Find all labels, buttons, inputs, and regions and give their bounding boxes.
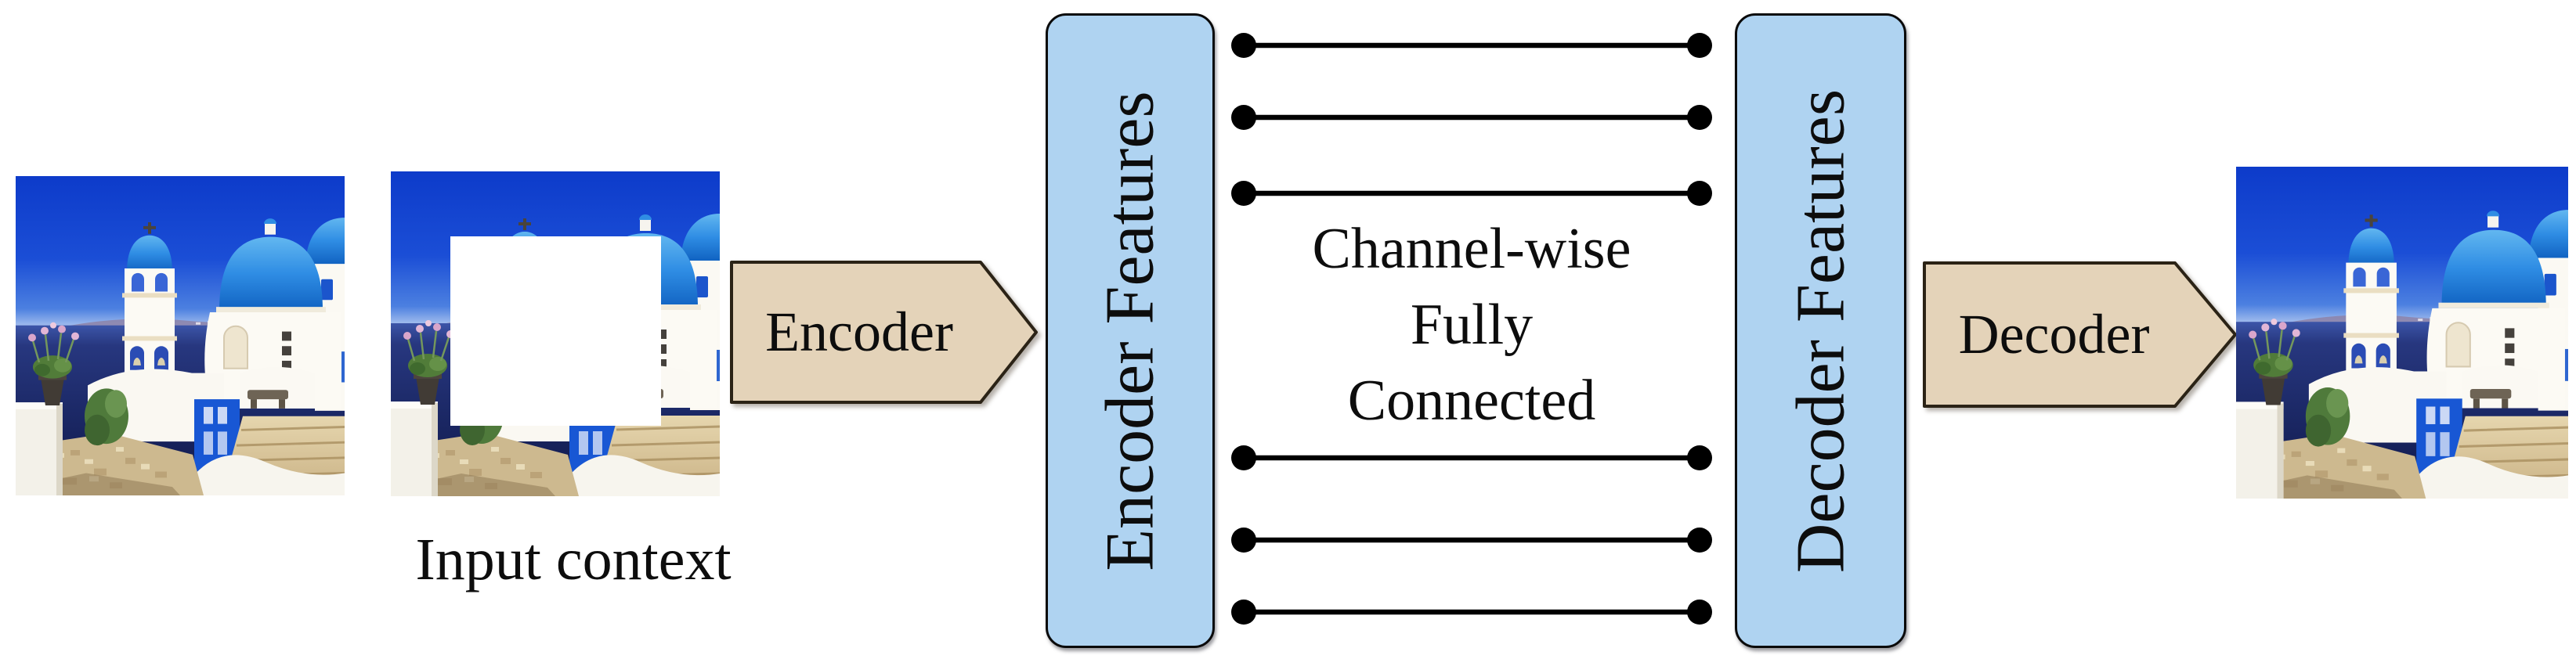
connection-endpoint-dot	[1687, 105, 1712, 130]
reconstructed-image	[2236, 167, 2568, 499]
channel-fc-label: Channel-wise Fully Connected	[1237, 211, 1707, 439]
decoder-arrow	[1923, 261, 2237, 408]
connection-endpoint-dot	[1231, 600, 1256, 625]
connection-endpoint-dot	[1687, 33, 1712, 58]
masked-input-image	[391, 171, 720, 496]
santorini-photo	[2236, 167, 2568, 499]
connection-endpoint-dot	[1231, 105, 1256, 130]
connection-endpoint-dot	[1231, 181, 1256, 206]
connection-endpoint-dot	[1687, 528, 1712, 553]
encoder-arrow-shape	[730, 261, 1038, 404]
connection-endpoint-dot	[1687, 600, 1712, 625]
channel-fc-line-1: Channel-wise	[1312, 217, 1631, 281]
input-context-label: Input context	[415, 527, 732, 592]
connection-endpoint-dot	[1231, 33, 1256, 58]
decoder-features-label: Decoder Features	[1783, 88, 1859, 573]
encoder-arrow	[730, 261, 1038, 404]
connection-endpoint-dot	[1231, 445, 1256, 470]
mask-region	[450, 236, 661, 426]
channel-fc-line-2: Fully	[1410, 293, 1534, 357]
channel-fc-line-3: Connected	[1347, 369, 1596, 433]
encoder-features-box: Encoder Features	[1046, 13, 1215, 648]
connection-endpoint-dot	[1687, 181, 1712, 206]
decoder-arrow-shape	[1923, 261, 2237, 408]
decoder-features-box: Decoder Features	[1735, 13, 1906, 648]
connection-endpoint-dot	[1231, 528, 1256, 553]
connection-endpoint-dot	[1687, 445, 1712, 470]
